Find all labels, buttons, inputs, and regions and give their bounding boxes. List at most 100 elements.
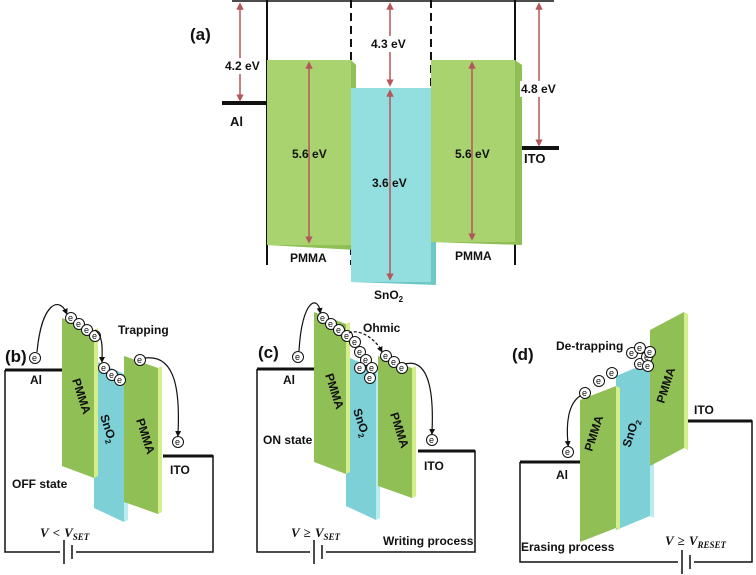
electron: e [388, 356, 400, 368]
svg-text:e: e [363, 355, 368, 365]
process-label-d: De-trapping [556, 339, 623, 353]
svg-text:e: e [117, 375, 122, 385]
svg-text:e: e [637, 359, 642, 369]
pmma-left-gap-label: 5.6 eV [292, 147, 327, 161]
detrap-arrow-d [564, 395, 581, 447]
svg-text:e: e [383, 351, 388, 361]
trap-arrow-b [94, 329, 106, 363]
electron: e [333, 324, 345, 336]
caption-d: Erasing process [521, 540, 615, 554]
process-label-b: Trapping [118, 323, 169, 337]
svg-text:e: e [76, 319, 81, 329]
electron: e [172, 436, 184, 448]
al-label-b: Al [30, 373, 42, 387]
svg-text:e: e [357, 363, 362, 373]
svg-text:e: e [629, 348, 634, 358]
electron: e [292, 351, 304, 363]
electron: e [134, 354, 146, 366]
svg-text:e: e [344, 331, 349, 341]
electron: e [380, 350, 392, 362]
panel-c: (c) PMMA SnO2 PMMA Al ITO Ohmic ON state… [256, 302, 476, 564]
pmma3-slab-edge-d [684, 312, 688, 450]
svg-text:e: e [637, 343, 642, 353]
svg-text:e: e [391, 357, 396, 367]
electron: e [349, 336, 361, 348]
svg-text:e: e [582, 388, 587, 398]
svg-text:e: e [429, 435, 434, 445]
electron: e [29, 352, 41, 364]
battery-gap-d [678, 554, 694, 570]
panel-b: (b) PMMA SnO2 PMMA Al ITO Trapping OFF s… [4, 304, 214, 564]
exit-arrow-b [144, 357, 182, 437]
exit-arrow-c [404, 362, 436, 435]
panel-d-label: (d) [512, 345, 534, 364]
electron: e [366, 362, 378, 374]
ito-label-b: ITO [170, 463, 190, 477]
pmma1-slab-c [314, 312, 346, 474]
sno2-gap-label: 3.6 eV [372, 176, 407, 190]
electron: e [73, 318, 85, 330]
ohmic-arrow-c [348, 331, 383, 353]
svg-text:e: e [609, 368, 614, 378]
injection-arrow-b [36, 304, 68, 353]
state-label-c: ON state [263, 433, 313, 447]
svg-text:e: e [367, 373, 372, 383]
panel-c-label: (c) [258, 343, 279, 362]
sno2-slab-d [616, 362, 650, 530]
panel-a-label: (a) [190, 25, 211, 44]
electron: e [593, 375, 605, 387]
svg-text:e: e [295, 352, 300, 362]
svg-text:e: e [336, 325, 341, 335]
battery-gap-c [310, 544, 326, 560]
svg-text:e: e [369, 363, 374, 373]
electron: e [579, 387, 591, 399]
electron: e [644, 346, 656, 358]
svg-text:e: e [565, 447, 570, 457]
sno2-affinity-label-bg [370, 36, 410, 52]
ito-gap-label: 4.8 eV [521, 82, 556, 96]
electron: e [426, 434, 438, 446]
al-label-d: Al [556, 468, 568, 482]
injection-arrow-c [298, 302, 323, 352]
pmma1-slab-edge-c [346, 322, 350, 474]
svg-text:e: e [84, 325, 89, 335]
battery-gap-b [60, 544, 76, 560]
electron: e [354, 362, 366, 374]
panel-a: (a) Al ITO 4.2 eV 4.3 eV [190, 0, 560, 304]
electron: e [562, 446, 574, 458]
svg-text:e: e [596, 376, 601, 386]
svg-text:e: e [644, 352, 649, 362]
panel-d: (d) PMMA SnO2 PMMA Al ITO De-trapping Er… [512, 312, 753, 574]
electron: e [396, 362, 408, 374]
al-label-c: Al [283, 373, 295, 387]
pmma3-slab-edge-c [412, 366, 416, 498]
pmma3-slab-c [378, 356, 412, 498]
al-gap-label: 4.2 eV [225, 59, 260, 73]
al-label: Al [230, 114, 243, 129]
pmma1-slab-edge-b [94, 328, 98, 478]
svg-text:e: e [175, 437, 180, 447]
svg-text:e: e [399, 363, 404, 373]
al-gap-label-bg [224, 58, 264, 74]
electron: e [634, 342, 646, 354]
svg-text:e: e [647, 347, 652, 357]
svg-text:e: e [645, 361, 650, 371]
electron: e [364, 372, 376, 384]
panel-b-label: (b) [5, 347, 27, 366]
sno2-slab-b [94, 360, 124, 522]
electron: e [642, 360, 654, 372]
pmma1-slab-b [62, 318, 94, 478]
process-label-c: Ohmic [363, 321, 401, 335]
svg-text:e: e [92, 331, 97, 341]
voltage-label-d: V≥VRESET [665, 533, 726, 550]
electron: e [81, 324, 93, 336]
sno2-slab-c [346, 356, 376, 520]
electron: e [89, 330, 101, 342]
ito-gap-label-bg [520, 81, 560, 97]
state-label-b: OFF state [12, 477, 68, 491]
electrons-c: e e e e e e e e e e e e e e e [292, 312, 438, 446]
ito-label-c: ITO [424, 459, 444, 473]
ito-label: ITO [524, 151, 545, 166]
svg-text:e: e [137, 355, 142, 365]
